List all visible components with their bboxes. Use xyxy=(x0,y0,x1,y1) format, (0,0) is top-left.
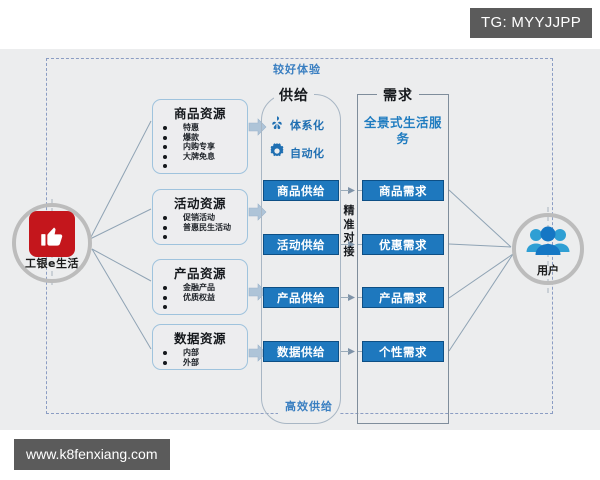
supply-feature-label: 体系化 xyxy=(290,119,325,132)
list-item xyxy=(161,161,247,171)
match-label: 精 准 对 接 xyxy=(341,204,357,258)
resource-card-activity[interactable]: 活动资源 促销活动 普惠民生活动 xyxy=(152,189,248,245)
demand-box-personalized[interactable]: 个性需求 xyxy=(362,341,444,362)
demand-box-goods[interactable]: 商品需求 xyxy=(362,180,444,201)
match-char: 对 xyxy=(343,231,355,244)
list-item: 优质权益 xyxy=(161,293,247,303)
zone-label-top: 较好体验 xyxy=(266,61,328,77)
supply-feature-systematization: 体系化 xyxy=(268,114,325,136)
list-item: 外部 xyxy=(161,358,247,368)
resource-card-title: 数据资源 xyxy=(173,331,226,346)
demand-title: 需求 xyxy=(377,85,419,105)
resource-card-data[interactable]: 数据资源 内部 外部 xyxy=(152,324,248,370)
thumbs-up-icon xyxy=(29,211,75,257)
demand-slogan: 全景式生活服务 xyxy=(363,115,442,146)
propeller-icon xyxy=(268,114,286,136)
supply-feature-label: 自动化 xyxy=(290,147,325,160)
brand-caption: 工银e生活 xyxy=(25,257,79,270)
list-item: 内购专享 xyxy=(161,142,247,152)
supply-feature-automation: 自动化 xyxy=(268,142,325,164)
match-char: 准 xyxy=(343,217,355,231)
supply-box-goods[interactable]: 商品供给 xyxy=(263,180,339,201)
resource-item-list: 促销活动 普惠民生活动 xyxy=(153,213,247,242)
resource-card-title: 活动资源 xyxy=(173,196,226,211)
list-item: 促销活动 xyxy=(161,213,247,223)
resource-item-list: 金融产品 优质权益 xyxy=(153,283,247,312)
resource-card-title: 产品资源 xyxy=(173,266,226,281)
supply-box-product[interactable]: 产品供给 xyxy=(263,287,339,308)
demand-box-discount[interactable]: 优惠需求 xyxy=(362,234,444,255)
list-item: 爆款 xyxy=(161,133,247,143)
list-item xyxy=(161,302,247,312)
match-char: 精 xyxy=(343,204,355,217)
match-char: 接 xyxy=(343,244,355,258)
resource-card-product[interactable]: 产品资源 金融产品 优质权益 xyxy=(152,259,248,315)
list-item: 内部 xyxy=(161,348,247,358)
user-target-ring xyxy=(512,213,584,285)
resource-item-list: 特惠 爆款 内购专享 大牌免息 xyxy=(153,123,247,171)
users-group-icon xyxy=(525,224,571,260)
gear-icon xyxy=(268,142,286,164)
list-item: 金融产品 xyxy=(161,283,247,293)
brand-target-ring xyxy=(12,203,92,283)
user-caption: 用户 xyxy=(537,264,559,277)
resource-card-title: 商品资源 xyxy=(173,106,226,121)
site-watermark: www.k8fenxiang.com xyxy=(14,439,170,470)
diagram-canvas: 较好体验 高效供给 xyxy=(0,49,600,430)
list-item: 普惠民生活动 xyxy=(161,223,247,233)
supply-title: 供给 xyxy=(274,85,314,105)
list-item: 大牌免息 xyxy=(161,152,247,162)
supply-box-activity[interactable]: 活动供给 xyxy=(263,234,339,255)
demand-box-product[interactable]: 产品需求 xyxy=(362,287,444,308)
supply-box-data[interactable]: 数据供给 xyxy=(263,341,339,362)
list-item xyxy=(161,232,247,242)
resource-item-list: 内部 外部 xyxy=(153,348,247,367)
tg-tag: TG: MYYJJPP xyxy=(470,8,592,38)
list-item: 特惠 xyxy=(161,123,247,133)
resource-card-goods[interactable]: 商品资源 特惠 爆款 内购专享 大牌免息 xyxy=(152,99,248,174)
